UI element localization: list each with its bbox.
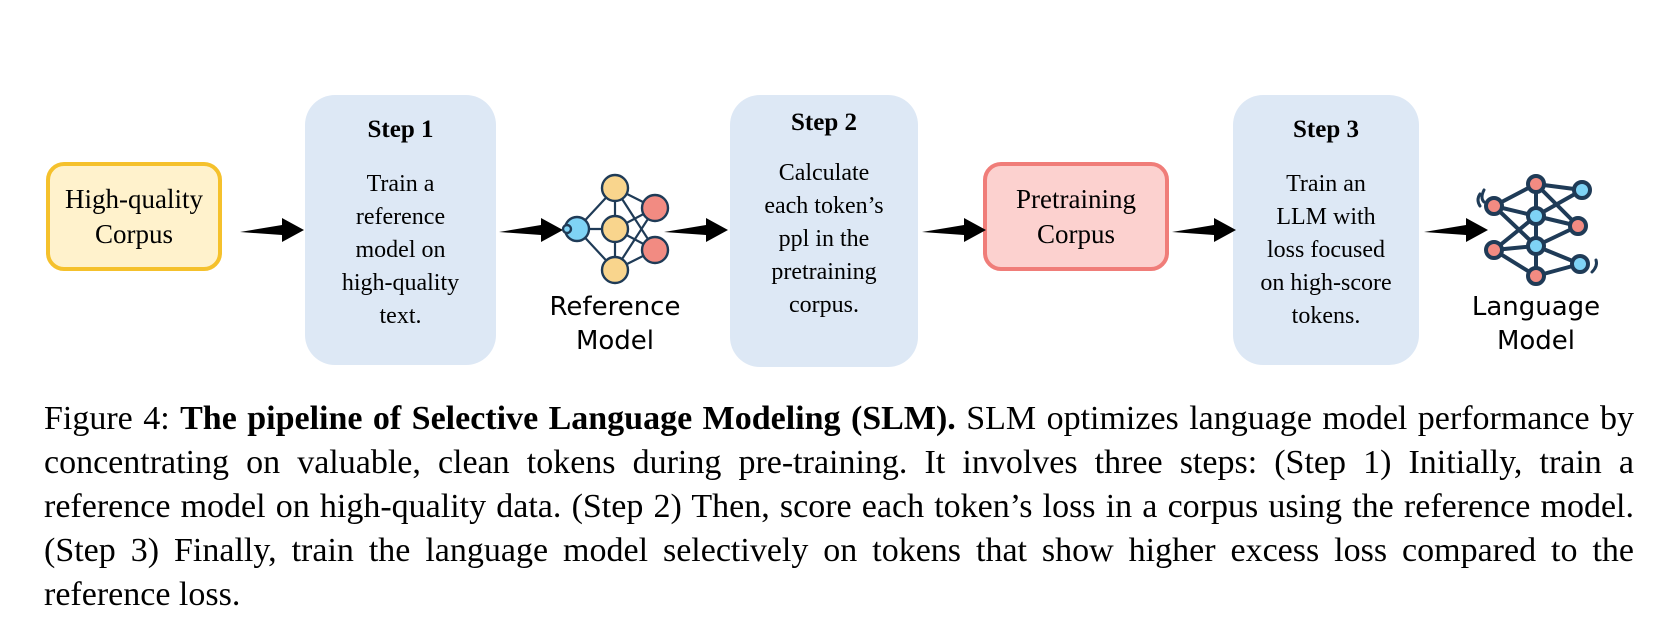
reference-model-label: Reference Model — [535, 290, 695, 358]
step1-line: text. — [379, 303, 422, 329]
step3-line: LLM with — [1276, 204, 1376, 230]
step1-line: Train a — [366, 171, 435, 197]
step2-line: pretraining — [771, 259, 877, 285]
step2-line: Calculate — [778, 160, 870, 186]
step2-line: corpus. — [789, 292, 859, 318]
step1-line: reference — [355, 204, 446, 230]
figure-caption: Figure 4: The pipeline of Selective Lang… — [44, 397, 1634, 617]
arrow-right-icon — [922, 218, 986, 242]
arrow-right-icon — [664, 218, 728, 242]
language-model-label: Language Model — [1456, 290, 1616, 358]
language-model-line1: Language — [1471, 292, 1601, 322]
step3-title: Step 3 — [1293, 116, 1359, 143]
step2-box: Step 2 Calculate each token’s ppl in the… — [730, 95, 918, 367]
neural-network-icon — [561, 173, 670, 285]
caption-body: SLM optimizes language model performance… — [44, 400, 1635, 613]
arrow-right-icon — [1424, 218, 1488, 242]
step3-box: Step 3 Train an LLM with loss focused on… — [1233, 95, 1419, 365]
arrow-right-icon — [499, 218, 563, 242]
pretraining-corpus-line2: Corpus — [1036, 218, 1115, 249]
step1-line: high-quality — [341, 270, 460, 296]
neural-network-icon — [1476, 174, 1598, 286]
step1-title: Step 1 — [367, 116, 434, 143]
step3-line: Train an — [1286, 171, 1366, 197]
arrow-right-icon — [1172, 218, 1236, 242]
step3-line: on high-score — [1260, 270, 1392, 296]
high-quality-corpus-line1: High-quality — [65, 183, 203, 214]
step1-box: Step 1 Train a reference model on high-q… — [305, 95, 496, 365]
language-model-line2: Model — [1496, 326, 1576, 356]
step2-line: ppl in the — [778, 226, 870, 252]
step1-line: model on — [355, 237, 446, 263]
step2-title: Step 2 — [791, 109, 857, 136]
step3-line: tokens. — [1291, 303, 1361, 329]
reference-model-line1: Reference — [549, 292, 681, 322]
high-quality-corpus-box: High-quality Corpus — [46, 162, 222, 271]
reference-model-line2: Model — [575, 326, 655, 356]
arrow-right-icon — [240, 218, 304, 242]
step2-line: each token’s — [764, 193, 884, 219]
caption-label: Figure 4: — [44, 400, 170, 437]
pretraining-corpus-box: Pretraining Corpus — [983, 162, 1169, 271]
pretraining-corpus-line1: Pretraining — [1016, 183, 1136, 214]
high-quality-corpus-line2: Corpus — [94, 218, 173, 249]
step3-line: loss focused — [1267, 237, 1385, 263]
caption-bold-title: The pipeline of Selective Language Model… — [180, 400, 956, 437]
